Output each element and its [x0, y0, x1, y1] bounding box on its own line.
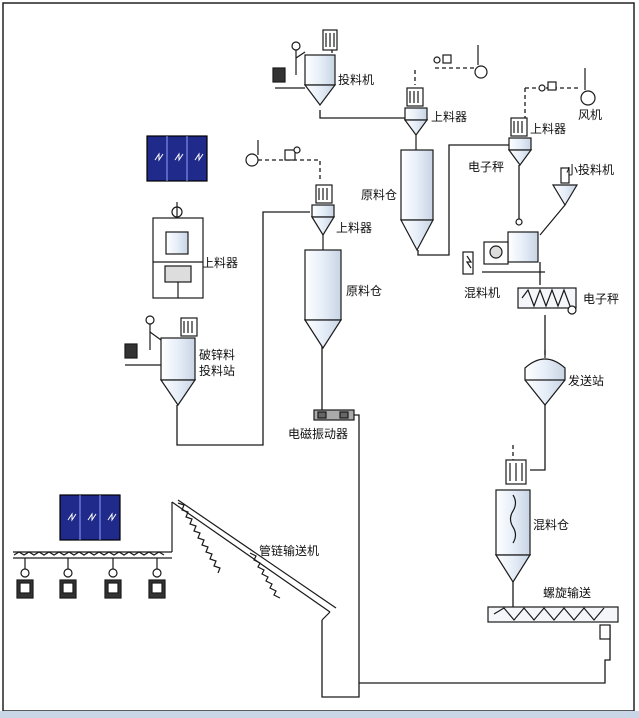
- packing-head-3: [104, 558, 122, 599]
- raw-bin-mid: [303, 249, 343, 350]
- label-raw-bin-mid: 原料仓: [346, 284, 383, 298]
- raw-bin-top: [400, 135, 434, 252]
- bottom-bar: [0, 711, 639, 718]
- mixer: [462, 231, 545, 275]
- send-station: [524, 350, 566, 406]
- blower-left: [245, 140, 301, 167]
- label-zinc-station-1: 破锌料: [199, 348, 236, 362]
- feeder-top: [272, 29, 338, 106]
- screw-conveyor: [487, 606, 619, 640]
- loader-top: [403, 87, 429, 137]
- label-loader-top: 上料器: [431, 110, 468, 124]
- packing-head-4: [148, 558, 166, 599]
- label-scale-mid: 电子秤: [583, 292, 620, 306]
- label-scale-top: 电子秤: [468, 160, 505, 174]
- blower-right: [538, 68, 596, 106]
- label-mix-bin: 混料仓: [533, 518, 570, 532]
- label-zinc-station-2: 投料站: [199, 364, 236, 378]
- label-vibrator: 电磁振动器: [288, 427, 349, 441]
- label-loader-right: 上料器: [530, 122, 567, 136]
- loader-left: [152, 202, 204, 299]
- label-mixer: 混料机: [464, 286, 501, 300]
- label-blower: 风机: [578, 108, 603, 122]
- chain-conveyor: [13, 499, 337, 621]
- diagram-border: [2, 2, 635, 712]
- label-loader-mid: 上料器: [336, 221, 373, 235]
- loader-right: [507, 117, 533, 226]
- control-panel-top: [146, 135, 208, 182]
- packing-head-1: [16, 558, 34, 599]
- packing-stations: [16, 558, 166, 599]
- label-chain-conveyor: 管链输送机: [259, 544, 320, 558]
- label-screw-conveyor: 螺旋输送: [543, 586, 592, 600]
- mix-bin: [494, 459, 532, 584]
- loader-mid: [310, 184, 336, 250]
- vibrator: [313, 409, 355, 421]
- control-panel-bottom: [59, 494, 121, 541]
- label-raw-bin-top: 原料仓: [361, 188, 398, 202]
- blower-top: [433, 45, 488, 79]
- small-feeder: [539, 167, 579, 236]
- label-send-station: 发送站: [568, 374, 605, 388]
- screw-scale: [517, 287, 577, 315]
- zinc-feed-station: [124, 315, 198, 407]
- label-small-feeder: 小投料机: [566, 163, 615, 177]
- packing-head-2: [59, 558, 77, 599]
- label-feeder-top: 投料机: [338, 73, 375, 87]
- label-loader-left: 上料器: [202, 256, 239, 270]
